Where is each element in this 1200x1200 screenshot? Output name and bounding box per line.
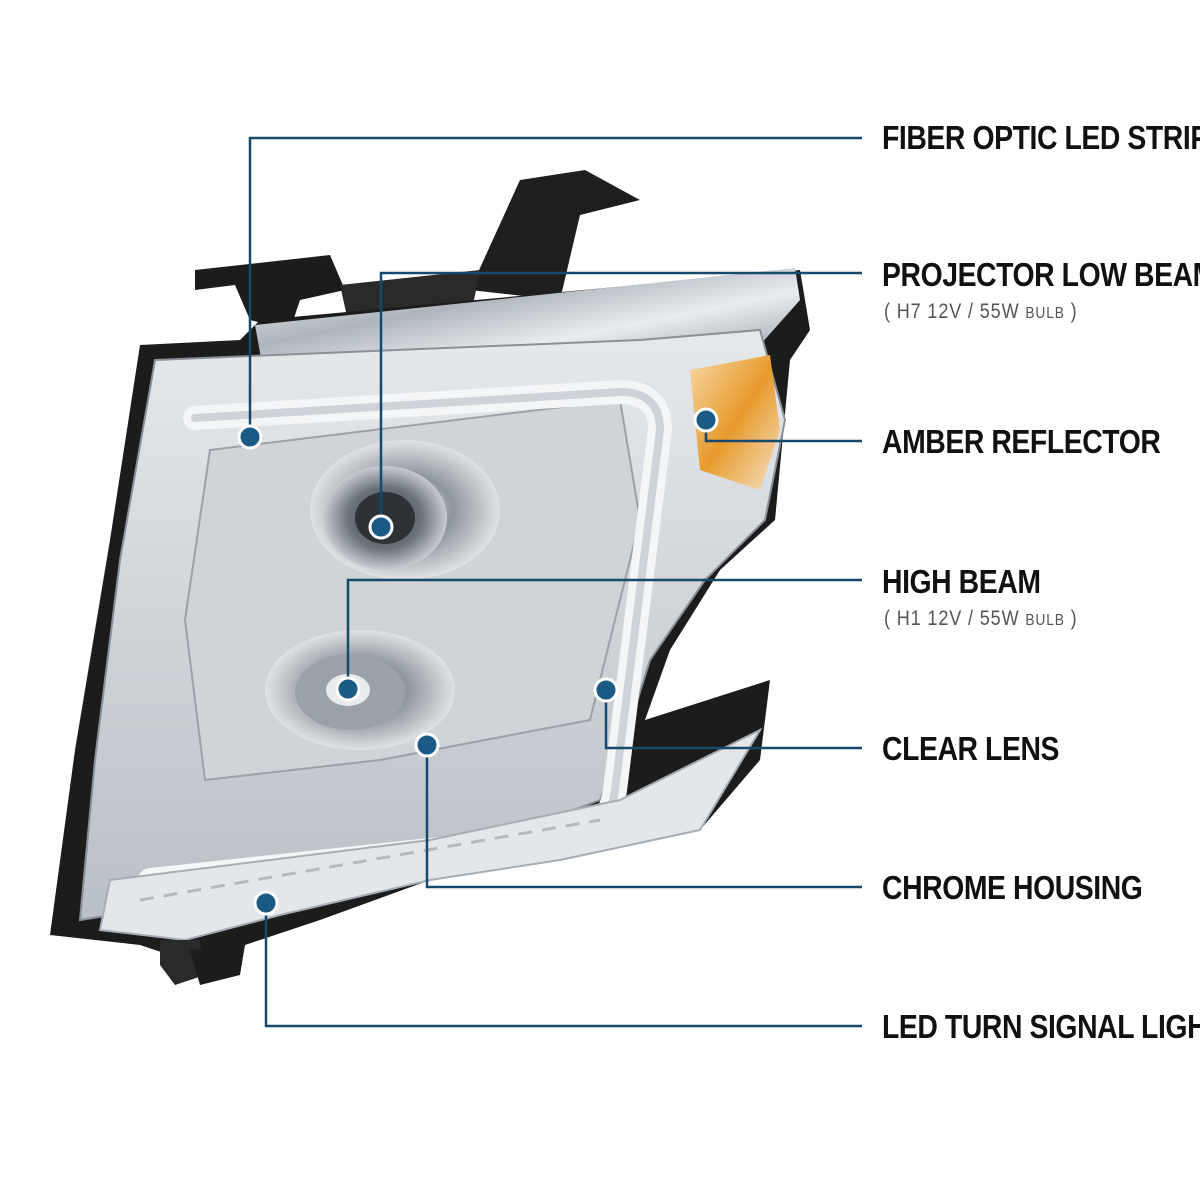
label-fiber-optic-led-strip: FIBER OPTIC LED STRIP xyxy=(882,119,1200,156)
label-high-beam: HIGH BEAM xyxy=(882,563,1041,600)
headlight-image xyxy=(50,170,810,985)
label-projector-low-beam: PROJECTOR LOW BEAM xyxy=(882,256,1200,293)
label-high-beam-bulb-spec: ( H1 12V / 55W BULB ) xyxy=(884,607,1078,633)
callout-line-turn xyxy=(264,903,862,1028)
callout-dot-fiber xyxy=(237,424,263,450)
low-beam-spec-open: ( H7 12V / 55W xyxy=(884,300,1026,323)
high-beam-spec-unit: BULB xyxy=(1025,612,1065,629)
callout-line-high-beam xyxy=(346,578,862,689)
callout-line-clear xyxy=(604,690,862,750)
low-beam-spec-unit: BULB xyxy=(1025,305,1065,322)
callout-dot-chrome xyxy=(414,732,440,758)
callout-dot-clear xyxy=(593,677,619,703)
callout-dot-low-beam xyxy=(368,514,394,540)
label-led-turn-signal-light: LED TURN SIGNAL LIGHT xyxy=(882,1008,1200,1045)
label-chrome-housing: CHROME HOUSING xyxy=(882,869,1143,906)
callout-line-fiber xyxy=(248,136,862,437)
callout-line-chrome xyxy=(425,745,862,889)
label-amber-reflector: AMBER REFLECTOR xyxy=(882,423,1161,460)
label-clear-lens: CLEAR LENS xyxy=(882,730,1060,767)
low-beam-spec-close: ) xyxy=(1064,300,1078,323)
callout-lines xyxy=(248,136,862,1028)
callout-dot-turn xyxy=(253,890,279,916)
callout-line-low-beam xyxy=(379,271,862,527)
high-beam-spec-open: ( H1 12V / 55W xyxy=(884,607,1026,630)
callout-dot-high-beam xyxy=(335,676,361,702)
callout-dots xyxy=(237,407,719,916)
label-low-beam-bulb-spec: ( H7 12V / 55W BULB ) xyxy=(884,300,1078,326)
callout-dot-amber xyxy=(693,407,719,433)
high-beam-spec-close: ) xyxy=(1064,607,1078,630)
